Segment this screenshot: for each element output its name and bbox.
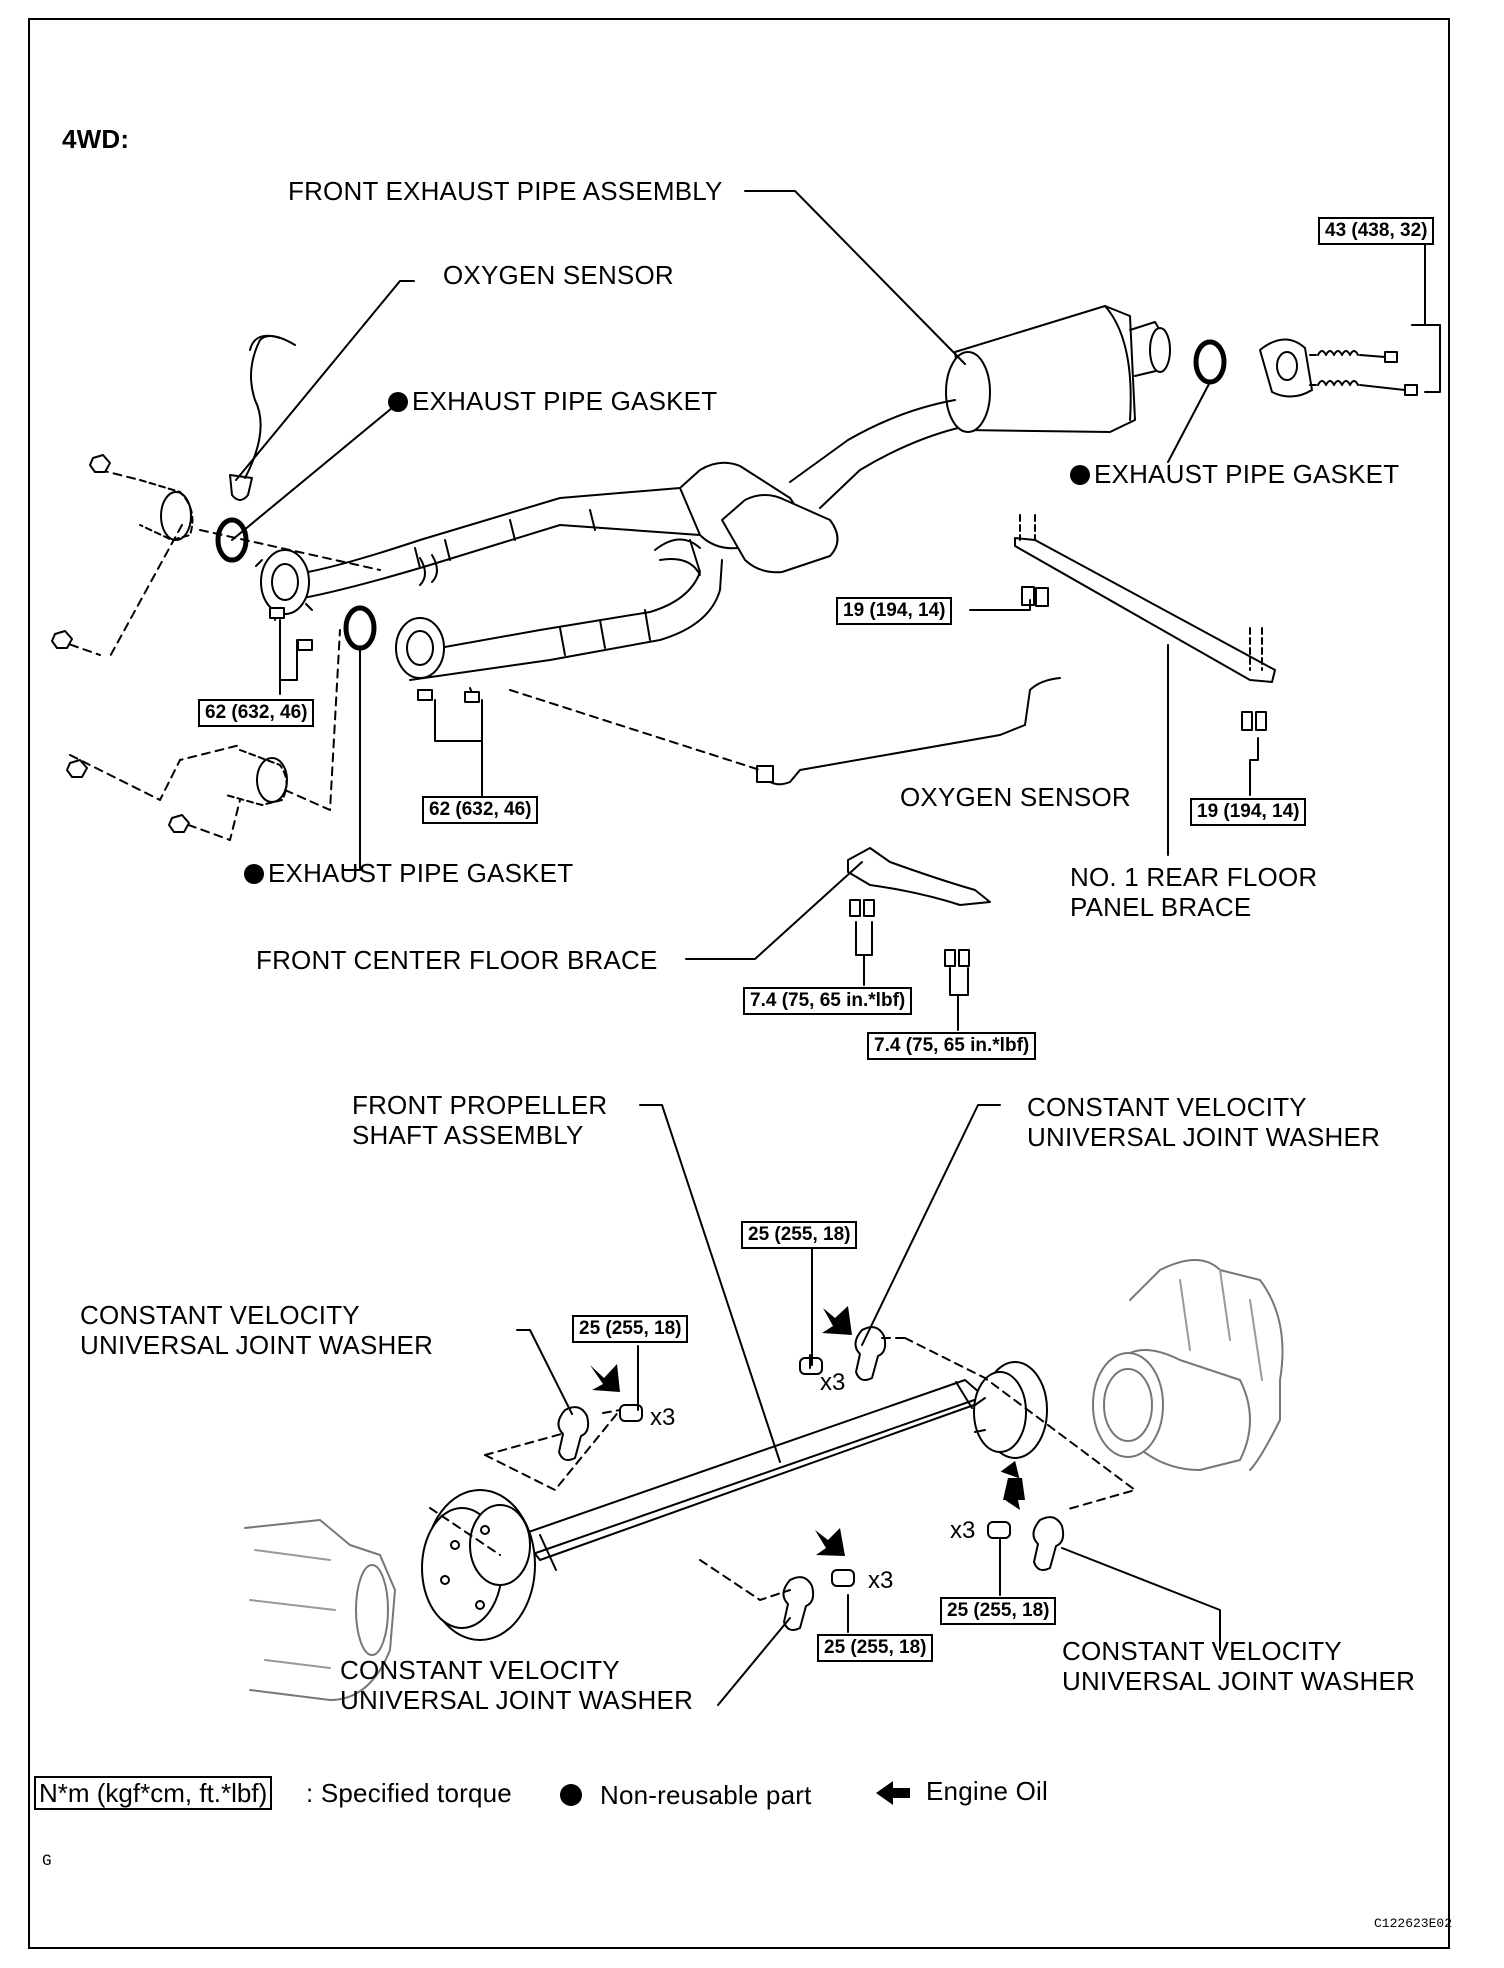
diagram-frame [28, 18, 1450, 1949]
torque-25-left: 25 (255, 18) [572, 1315, 689, 1343]
torque-43: 43 (438, 32) [1318, 217, 1435, 245]
label-line-1: FRONT PROPELLER [352, 1090, 608, 1120]
legend-torque-text: : Specified torque [306, 1778, 512, 1808]
front-center-floor-brace-drawing [847, 847, 991, 967]
exhaust-pipe-gasket-label-lower-left: EXHAUST PIPE GASKET [244, 858, 573, 888]
label-line-2: UNIVERSAL JOINT WASHER [80, 1330, 434, 1360]
front-center-floor-brace-label: FRONT CENTER FLOOR BRACE [256, 945, 658, 975]
figure-code: C122623E02 [1374, 1916, 1453, 1931]
exhaust-pipe-gasket-text: EXHAUST PIPE GASKET [1094, 459, 1400, 489]
label-line-1: CONSTANT VELOCITY [340, 1655, 620, 1685]
cv-joint-washer-label-bottom-center: CONSTANT VELOCITY UNIVERSAL JOINT WASHER [340, 1655, 693, 1715]
label-line-1: CONSTANT VELOCITY [1027, 1092, 1307, 1122]
legend-torque-box: N*m (kgf*cm, ft.*lbf) [34, 1776, 273, 1810]
no1-rear-floor-panel-brace-label: NO. 1 REAR FLOOR PANEL BRACE [1070, 862, 1317, 922]
exhaust-pipe-gasket-label-upper-left: EXHAUST PIPE GASKET [388, 386, 717, 416]
torque-7-4-lower: 7.4 (75, 65 in.*lbf) [867, 1032, 1037, 1060]
torque-25-right: 25 (255, 18) [940, 1597, 1057, 1625]
torque-7-4-upper: 7.4 (75, 65 in.*lbf) [743, 987, 913, 1015]
torque-25-bottom: 25 (255, 18) [817, 1634, 934, 1662]
cv-joint-washer-label-top-right: CONSTANT VELOCITY UNIVERSAL JOINT WASHER [1027, 1092, 1380, 1152]
exhaust-pipe-gasket-text: EXHAUST PIPE GASKET [412, 386, 718, 416]
exhaust-pipe-gasket-text: EXHAUST PIPE GASKET [268, 858, 574, 888]
front-propeller-shaft-drawing [244, 1259, 1284, 1701]
legend-non-reusable-text: Non-reusable part [600, 1780, 812, 1810]
exhaust-pipe-gasket-label-right: EXHAUST PIPE GASKET [1070, 459, 1399, 489]
footer-code-left: G [42, 1852, 52, 1870]
torque-19-lower: 19 (194, 14) [1190, 798, 1307, 826]
quantity-x3-top: x3 [820, 1369, 846, 1396]
torque-62-center: 62 (632, 46) [422, 796, 539, 824]
oxygen-sensor-label-top: OXYGEN SENSOR [443, 260, 674, 290]
label-line-2: UNIVERSAL JOINT WASHER [340, 1685, 694, 1715]
legend-engine-oil-text: Engine Oil [926, 1776, 1048, 1806]
section-title: 4WD: [62, 124, 130, 154]
label-line-1: CONSTANT VELOCITY [1062, 1636, 1342, 1666]
cv-joint-washer-label-left: CONSTANT VELOCITY UNIVERSAL JOINT WASHER [80, 1300, 433, 1360]
engine-oil-arrow-icons [590, 1306, 1025, 1556]
torque-19-upper: 19 (194, 14) [836, 597, 953, 625]
quantity-x3-bottom: x3 [868, 1567, 894, 1594]
label-line-2: UNIVERSAL JOINT WASHER [1027, 1122, 1381, 1152]
torque-25-top: 25 (255, 18) [741, 1221, 858, 1249]
oxygen-sensor-label-bottom: OXYGEN SENSOR [900, 782, 1131, 812]
quantity-x3-right: x3 [950, 1517, 976, 1544]
label-line-2: PANEL BRACE [1070, 892, 1252, 922]
cv-joint-washer-label-bottom-right: CONSTANT VELOCITY UNIVERSAL JOINT WASHER [1062, 1636, 1415, 1696]
label-line-1: NO. 1 REAR FLOOR [1070, 862, 1318, 892]
front-exhaust-pipe-assembly-label: FRONT EXHAUST PIPE ASSEMBLY [288, 176, 723, 206]
no1-rear-floor-panel-brace-drawing [1014, 514, 1276, 731]
non-reusable-dot-icon [560, 1784, 582, 1806]
front-exhaust-pipe-drawing [51, 305, 1418, 841]
front-propeller-shaft-assembly-label: FRONT PROPELLER SHAFT ASSEMBLY [352, 1090, 607, 1150]
quantity-x3-left: x3 [650, 1404, 676, 1431]
label-line-2: SHAFT ASSEMBLY [352, 1120, 584, 1150]
label-line-1: CONSTANT VELOCITY [80, 1300, 360, 1330]
torque-62-left: 62 (632, 46) [198, 699, 315, 727]
label-line-2: UNIVERSAL JOINT WASHER [1062, 1666, 1416, 1696]
